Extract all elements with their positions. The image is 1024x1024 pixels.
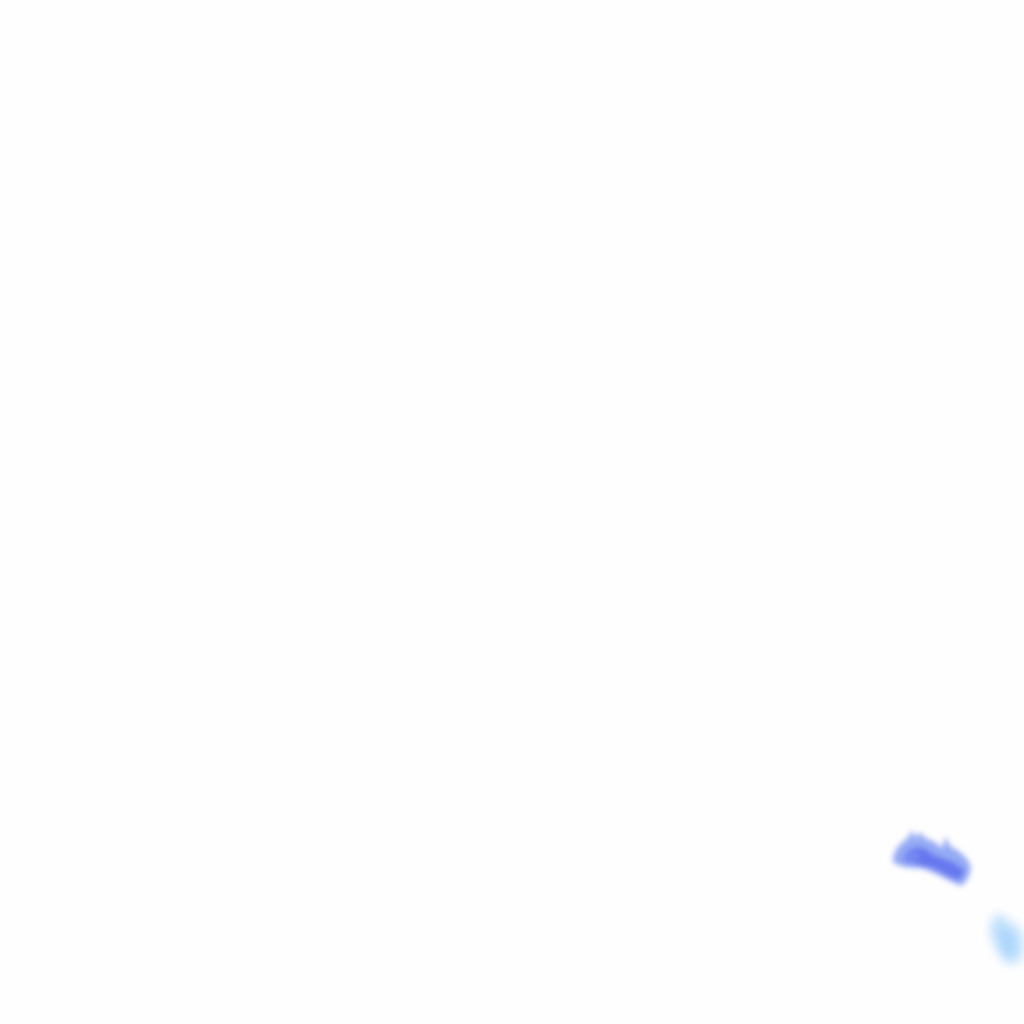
precipitation-cell-main [893, 830, 971, 886]
precipitation-cell-small [990, 913, 1024, 965]
